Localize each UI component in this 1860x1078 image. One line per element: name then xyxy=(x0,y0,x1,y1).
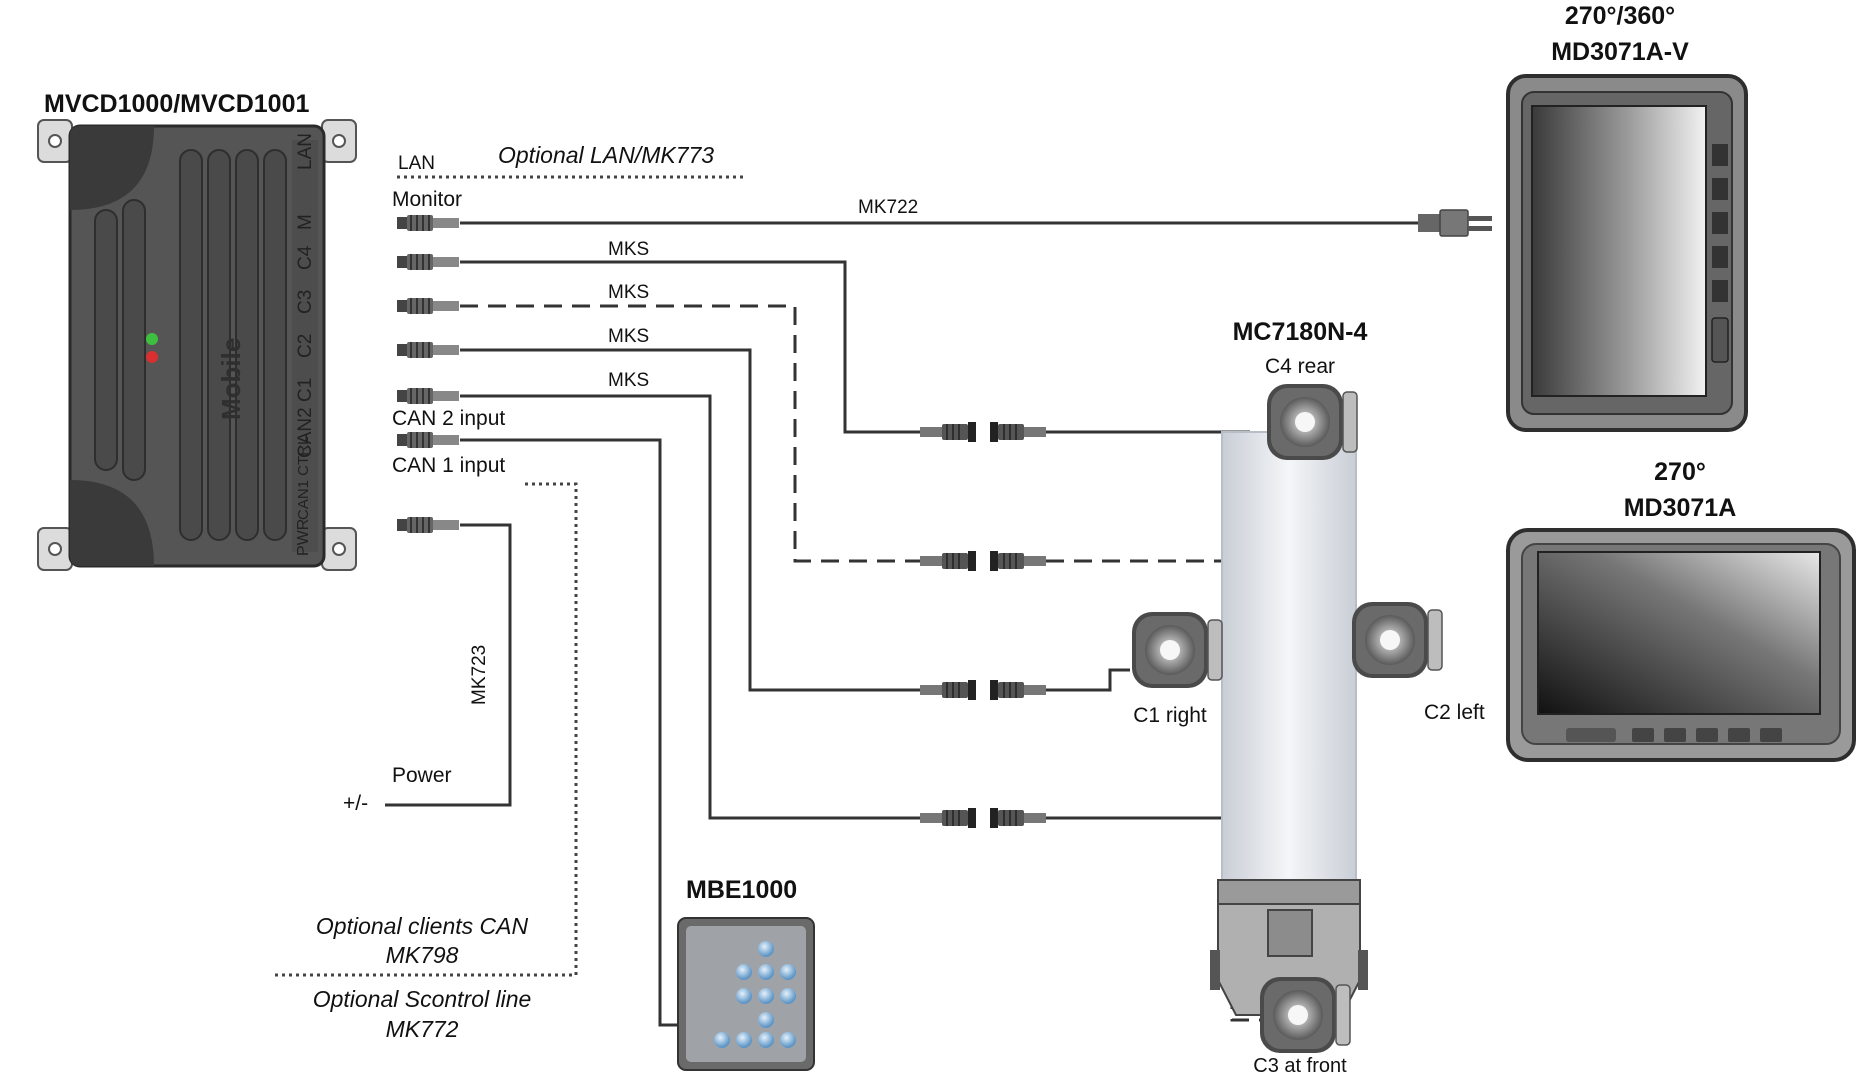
camera-c1-graphic xyxy=(1131,611,1223,689)
control-unit-title: MVCD1000/MVCD1001 xyxy=(44,90,310,118)
connection-lan-label: LAN xyxy=(398,153,435,174)
connection-can1-label: CAN 1 input xyxy=(392,454,506,477)
cable-mks-label-4: MKS xyxy=(608,370,650,391)
optional-scontrol-label-line2: MK772 xyxy=(385,1016,459,1042)
optional-can-label-line1: Optional clients CAN xyxy=(315,913,529,939)
monitor-v-title-top: 270°/360° xyxy=(1564,2,1676,30)
cable-mks-c2 xyxy=(460,394,920,820)
status-led-green xyxy=(146,333,158,345)
optional-scontrol-label-line1: Optional Scontrol line xyxy=(312,986,532,1012)
status-led-red xyxy=(146,351,158,363)
cable-can1-keypad xyxy=(460,438,680,1027)
optional-can-line xyxy=(272,482,578,977)
camera-system-title: MC7180N-4 xyxy=(1232,318,1368,346)
control-unit-brand-logo: Mobile xyxy=(216,337,246,420)
camera-c4-graphic xyxy=(1266,383,1358,461)
cable-mk722-label: MK722 xyxy=(858,197,919,218)
cable-mks-label-2: MKS xyxy=(608,282,650,303)
port-label-m: M xyxy=(295,214,316,230)
port-label-c1: C1 xyxy=(295,377,316,402)
cable-mks-label-3: MKS xyxy=(608,326,650,347)
connection-monitor-label: Monitor xyxy=(392,188,463,211)
cable-mks-label-1: MKS xyxy=(608,239,650,260)
power-polarity-label: +/- xyxy=(343,792,369,815)
optional-lan-label: Optional LAN/MK773 xyxy=(498,142,715,168)
keypad-title: MBE1000 xyxy=(686,876,798,904)
connection-can2-label: CAN 2 input xyxy=(392,407,506,430)
monitor-md3071a-v-graphic xyxy=(1506,74,1748,432)
port-label-c3: C3 xyxy=(295,289,316,314)
cable-mk722 xyxy=(460,209,1492,237)
monitor-v-title: MD3071A-V xyxy=(1551,38,1689,66)
keypad-mbe1000-graphic xyxy=(677,917,815,1071)
port-label-pwr: PWR xyxy=(295,518,312,556)
port-label-c2: C2 xyxy=(295,333,316,358)
connection-power-label: Power xyxy=(392,764,452,787)
control-unit-graphic xyxy=(37,119,357,571)
monitor-h-title: MD3071A xyxy=(1623,494,1737,522)
camera-c2-graphic xyxy=(1351,601,1443,679)
camera-c1-label: C1 right xyxy=(1133,704,1207,727)
port-label-lan: LAN xyxy=(295,133,316,170)
cable-mks-c4 xyxy=(460,260,920,434)
camera-c4-label: C4 rear xyxy=(1264,355,1336,378)
camera-c3-graphic xyxy=(1259,976,1351,1054)
port-label-can1-ctrl: CAN1 CTRL xyxy=(295,436,312,520)
port-label-c4: C4 xyxy=(295,245,316,270)
camera-c2-label: C2 left xyxy=(1424,701,1485,724)
cable-mks-c1 xyxy=(460,348,920,692)
cable-mk723-power xyxy=(385,523,512,807)
cable-mk723-label: MK723 xyxy=(469,644,490,705)
optional-can-label-line2: MK798 xyxy=(385,942,459,968)
monitor-md3071a-graphic xyxy=(1506,528,1856,762)
camera-c3-label: C3 at front xyxy=(1253,1055,1347,1077)
cable-mks-c3 xyxy=(460,304,920,563)
monitor-h-title-top: 270° xyxy=(1654,458,1706,486)
